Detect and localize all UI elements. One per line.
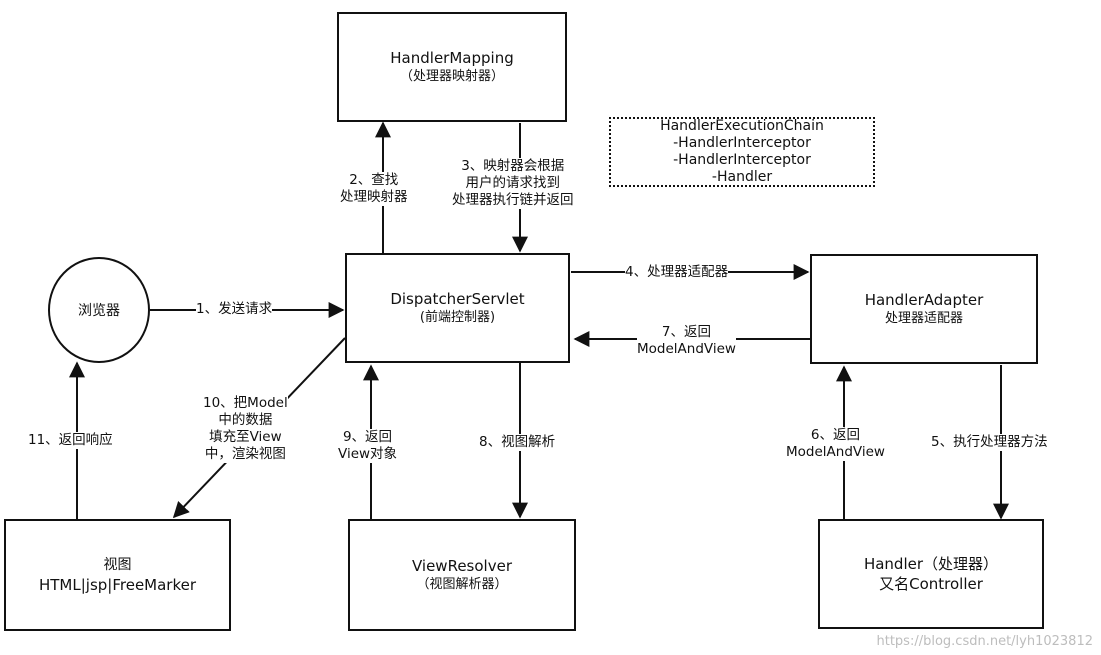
- handler-adapter-subtitle: 处理器适配器: [884, 311, 963, 326]
- edge-3-label: 3、映射器会根据 用户的请求找到 处理器执行链并返回: [452, 158, 574, 209]
- view-title: 视图: [103, 557, 132, 573]
- dispatcher-subtitle: (前端控制器): [419, 310, 496, 325]
- edge-2-label: 2、查找 处理映射器: [340, 172, 408, 206]
- handler-execution-chain-note: HandlerExecutionChain -HandlerIntercepto…: [609, 117, 875, 187]
- edge-1-label: 1、发送请求: [196, 301, 273, 318]
- handler-node: Handler（处理器） 又名Controller: [818, 519, 1044, 629]
- edge-10-text-3: 中，渲染视图: [204, 446, 286, 462]
- edge-10-text-0: 10、把Model: [203, 395, 288, 411]
- handler-title: Handler（处理器）: [863, 555, 999, 573]
- edge-11-text-0: 11、返回响应: [28, 432, 113, 448]
- handler-subtitle: 又名Controller: [879, 575, 983, 593]
- handler-mapping-node: HandlerMapping （处理器映射器）: [337, 12, 567, 122]
- edge-3-text-0: 3、映射器会根据: [461, 158, 565, 174]
- chain-line-3: -Handler: [711, 169, 773, 185]
- edge-7-label: 7、返回 ModelAndView: [637, 324, 736, 358]
- edge-9-label: 9、返回 View对象: [338, 429, 398, 463]
- dispatcher-title: DispatcherServlet: [390, 290, 525, 308]
- edge-11-label: 11、返回响应: [28, 432, 113, 449]
- edge-3-text-1: 用户的请求找到: [465, 175, 561, 191]
- browser-node: 浏览器: [48, 257, 150, 363]
- view-resolver-subtitle: （视图解析器）: [416, 577, 508, 592]
- edge-10-label: 10、把Model 中的数据 填充至View 中，渲染视图: [203, 395, 288, 463]
- edge-10-text-2: 填充至View: [209, 429, 282, 445]
- edge-1-text-0: 1、发送请求: [196, 301, 273, 317]
- edge-2-text-1: 处理映射器: [340, 189, 408, 205]
- edge-2-text-0: 2、查找: [349, 172, 399, 188]
- handler-adapter-node: HandlerAdapter 处理器适配器: [810, 254, 1038, 364]
- edge-6-label: 6、返回 ModelAndView: [786, 427, 885, 461]
- handler-adapter-title: HandlerAdapter: [864, 291, 984, 309]
- handler-mapping-title: HandlerMapping: [390, 49, 514, 67]
- browser-title: 浏览器: [78, 303, 120, 319]
- view-resolver-title: ViewResolver: [411, 557, 512, 575]
- chain-line-1: -HandlerInterceptor: [673, 135, 811, 151]
- edge-6-text-1: ModelAndView: [786, 444, 885, 460]
- edge-9-text-0: 9、返回: [342, 429, 393, 445]
- edge-7-text-0: 7、返回: [661, 324, 712, 340]
- edge-8-text-0: 8、视图解析: [479, 434, 556, 450]
- watermark: https://blog.csdn.net/lyh1023812: [876, 634, 1094, 649]
- edge-5-label: 5、执行处理器方法: [931, 434, 1048, 451]
- view-resolver-node: ViewResolver （视图解析器）: [348, 519, 576, 631]
- view-node: 视图 HTML|jsp|FreeMarker: [4, 519, 231, 631]
- dispatcher-servlet-node: DispatcherServlet (前端控制器): [345, 253, 570, 363]
- edge-6-text-0: 6、返回: [810, 427, 861, 443]
- edge-4-text-0: 4、处理器适配器: [625, 264, 729, 280]
- chain-line-0: HandlerExecutionChain: [660, 118, 824, 134]
- edge-4-label: 4、处理器适配器: [625, 264, 729, 281]
- edge-3-text-2: 处理器执行链并返回: [452, 192, 574, 208]
- handler-mapping-subtitle: （处理器映射器）: [399, 69, 504, 84]
- edge-10-text-1: 中的数据: [218, 412, 273, 428]
- edge-9-text-1: View对象: [338, 446, 398, 462]
- edge-7-text-1: ModelAndView: [637, 341, 736, 357]
- view-subtitle: HTML|jsp|FreeMarker: [38, 576, 197, 594]
- edge-8-label: 8、视图解析: [479, 434, 556, 451]
- edge-5-text-0: 5、执行处理器方法: [931, 434, 1048, 450]
- chain-line-2: -HandlerInterceptor: [673, 152, 811, 168]
